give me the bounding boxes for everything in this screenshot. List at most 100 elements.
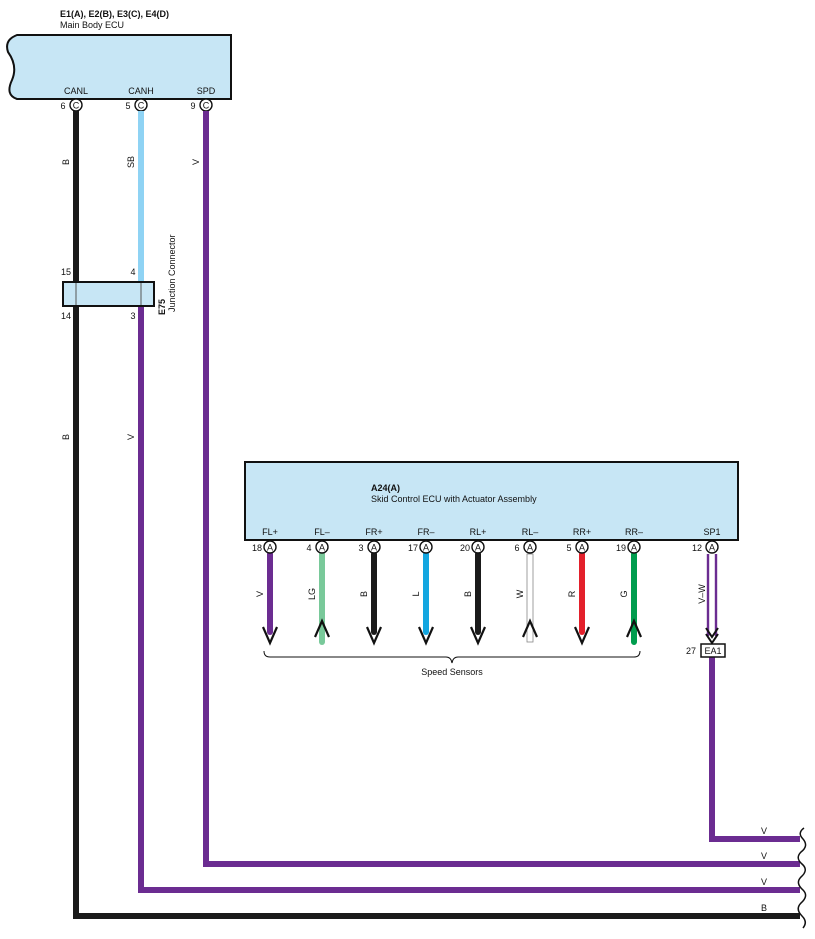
pin-number: 19 [616,543,626,553]
pin-label: FL– [314,527,330,537]
connector-circle [575,540,589,554]
arrow-down-icon [573,626,591,646]
wire-label-sp1: V–W [697,584,707,604]
wire-label-canl: B [61,159,71,165]
pin-number: 17 [408,543,418,553]
speed-sensors-label: Speed Sensors [421,667,483,677]
skid-pin-3: FR– 17 A L [408,527,435,646]
pin-number: 3 [358,543,363,553]
connector-letter: C [73,101,80,111]
wire-label-spd: V [191,159,201,165]
skid-pin-7: RR– 19 A G [616,527,643,645]
pin-label: FR– [417,527,434,537]
continuation-edge [797,827,807,929]
junction-connector: 15 4 14 3 E75 Junction Connector [61,234,177,321]
connector-letter: A [371,543,377,553]
wire-label-out-1: V [761,826,767,836]
wire-label-junction-b: B [61,434,71,440]
ea1-box [700,643,726,658]
skid-ecu-code: A24(A) [371,483,400,493]
connector-circle [315,540,329,554]
pin-label: CANH [128,86,154,96]
connector-letter: A [709,543,715,553]
junction-pin-bottom: 14 [61,311,71,321]
connector-circle [523,540,537,554]
pin-label: CANL [64,86,88,96]
connector-letter: A [631,543,637,553]
ea1-label: EA1 [704,646,721,656]
main-ecu-name: Main Body ECU [60,20,124,30]
skid-pin-sp1: SP1 12 A V–W [692,527,721,645]
junction-pin-bottom: 3 [130,311,135,321]
connector-circle [705,540,719,554]
main-ecu-box [6,34,232,100]
pin-number: 6 [60,101,65,111]
skid-ecu-box [244,461,739,541]
connector-circle [471,540,485,554]
pin-label: RL– [522,527,539,537]
wire-color-label: V [255,591,265,597]
wire-sp1-vw [706,554,718,636]
connector-letter: C [203,101,210,111]
wire-color-label: L [411,591,421,596]
pin-number: 9 [190,101,195,111]
skid-ecu-name: Skid Control ECU with Actuator Assembly [371,494,537,504]
arrow-up-icon [625,618,643,638]
junction-pin-top: 15 [61,267,71,277]
connector-letter: A [423,543,429,553]
pin-number: 5 [125,101,130,111]
wire-label-junction-v: V [126,434,136,440]
junction-name: Junction Connector [167,234,177,312]
main-ecu-code: E1(A), E2(B), E3(C), E4(D) [60,9,169,19]
pin-label: FR+ [365,527,382,537]
connector-circle [627,540,641,554]
arrow-down-icon [365,626,383,646]
wire-color-label: W [515,589,525,598]
wire-label-out-2: V [761,851,767,861]
ea1-connector: EA1 27 [686,643,726,658]
arrow-up-icon [313,618,331,638]
connector-letter: A [527,543,533,553]
arrow-down-icon [469,626,487,646]
junction-box [62,281,155,307]
pin-number: 12 [692,543,702,553]
arrow-down-icon [705,627,719,645]
pin-label: SP1 [703,527,720,537]
wire-spd-v [203,111,800,867]
speed-sensors-brace [263,650,641,664]
wire-color-label: B [463,591,473,597]
pin-label: RL+ [470,527,487,537]
pin-label: FL+ [262,527,278,537]
connector-letter: A [475,543,481,553]
wire-color-label: R [567,590,577,597]
wire-W [526,553,534,643]
connector-circle [367,540,381,554]
junction-pin-top: 4 [130,267,135,277]
wire-canl-b [73,111,800,919]
wire-canh-v [138,306,800,893]
connector-letter: A [319,543,325,553]
pin-label: RR+ [573,527,591,537]
arrow-up-icon [521,618,539,638]
wire-color-label: G [619,590,629,597]
connector-letter: A [267,543,273,553]
wire-color-label: B [359,591,369,597]
pin-number: 4 [306,543,311,553]
wire-label-out-4: B [761,903,767,913]
connector-circle [263,540,277,554]
connector-circle [419,540,433,554]
pin-label: RR– [625,527,643,537]
arrow-down-icon [261,626,279,646]
pin-label: SPD [197,86,216,96]
pin-number: 6 [514,543,519,553]
wire-label-canh: SB [126,156,136,168]
pin-number: 20 [460,543,470,553]
pin-number: 5 [566,543,571,553]
connector-letter: C [138,101,145,111]
